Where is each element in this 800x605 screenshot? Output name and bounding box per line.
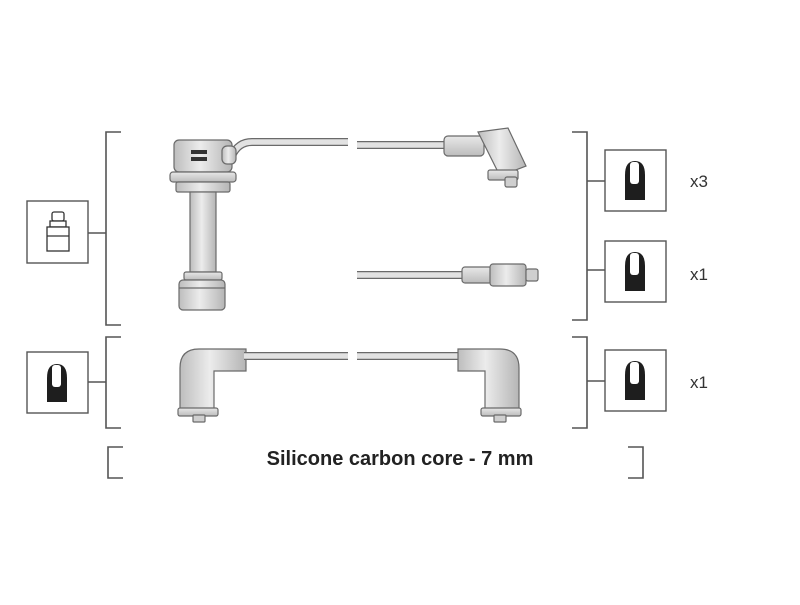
caption-bracket-right <box>628 446 644 479</box>
lead-2 <box>357 263 539 287</box>
terminal-boot-icon <box>47 364 67 402</box>
terminal-boot-icon <box>625 252 645 291</box>
connector-straight-icon <box>46 211 70 252</box>
lead-3 <box>177 348 522 423</box>
right-lower-bracket <box>572 336 605 429</box>
right-icon-box-row2 <box>604 240 667 303</box>
quantity-label-row2: x1 <box>690 265 708 284</box>
left-lower-icon-box <box>26 351 89 414</box>
quantity-label-row3: x1 <box>690 373 708 392</box>
left-lower-bracket <box>88 336 121 429</box>
straight-coil-boot <box>169 139 237 311</box>
caption-bracket-left <box>107 446 123 479</box>
angled-plug-boot <box>443 127 527 188</box>
left-upper-icon-box <box>26 200 89 264</box>
cable-core-caption: Silicone carbon core - 7 mm <box>266 448 534 470</box>
terminal-boot-icon <box>625 161 645 200</box>
right-icon-box-row3 <box>604 349 667 412</box>
left-upper-bracket <box>88 131 121 326</box>
right-angled-boot <box>457 348 522 423</box>
left-angled-boot <box>177 348 247 423</box>
right-upper-bracket <box>572 131 605 321</box>
quantity-label-row1: x3 <box>690 172 708 191</box>
lead-1 <box>169 127 527 311</box>
terminal-boot-icon <box>625 361 645 400</box>
right-icon-box-row1 <box>604 149 667 212</box>
